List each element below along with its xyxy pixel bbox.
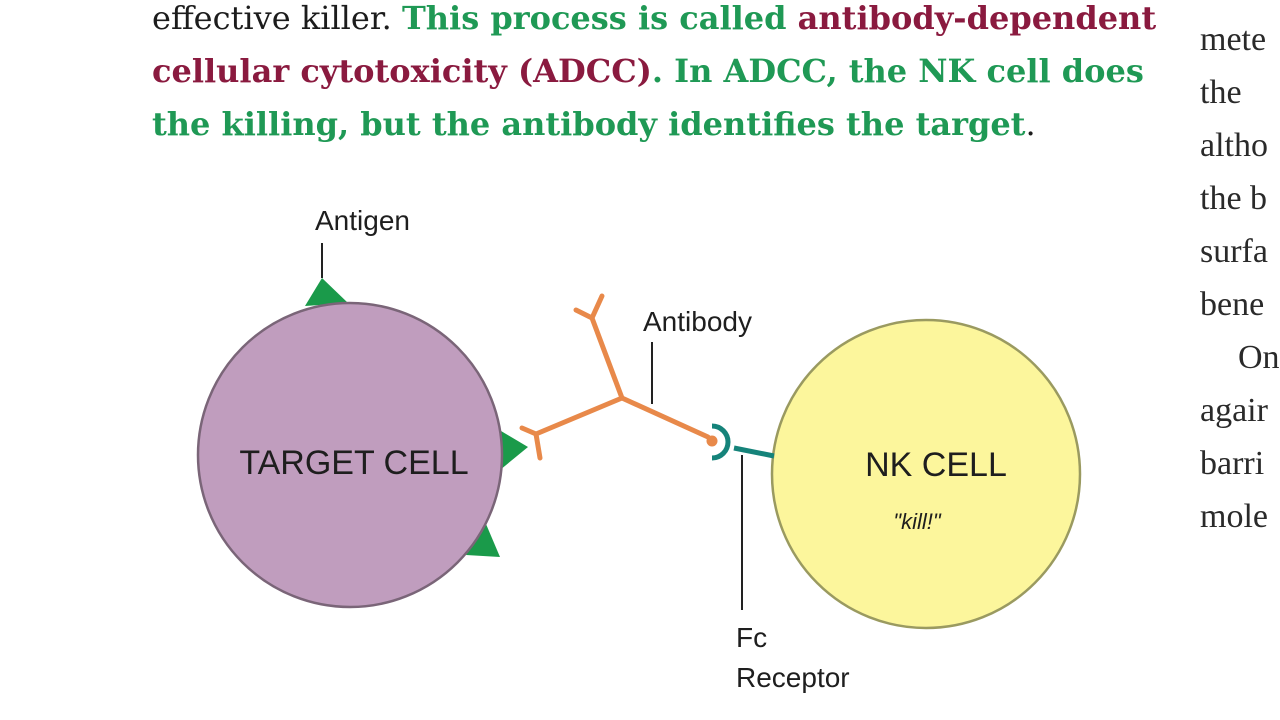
- fc-receptor-cup: [711, 423, 731, 461]
- side-line: On: [1238, 339, 1280, 376]
- side-line: mete: [1200, 21, 1267, 58]
- side-line: surfa: [1200, 233, 1268, 270]
- side-line: agair: [1200, 392, 1268, 429]
- antibody-label: Antibody: [643, 306, 752, 337]
- antibody-fc-tip: [706, 435, 718, 447]
- nk-cell: [770, 318, 1082, 630]
- paragraph-line-3: the killing, but the antibody identifies…: [152, 98, 1152, 151]
- paragraph-line-1: effective killer. This process is called…: [152, 0, 1156, 45]
- side-line: the: [1200, 74, 1242, 111]
- paragraph-text: effective killer.: [152, 0, 402, 37]
- paragraph-text: .: [1025, 105, 1036, 143]
- antigen-triangle-top: [305, 278, 348, 306]
- nk-cell-quote: "kill!": [893, 509, 942, 534]
- antigen-triangle-bottom: [466, 524, 500, 557]
- side-line: mole: [1200, 498, 1268, 535]
- paragraph-line-2: cellular cytotoxicity (ADCC). In ADCC, t…: [152, 45, 1152, 98]
- side-line: altho: [1200, 127, 1268, 164]
- fc-receptor-stem: [733, 445, 775, 459]
- highlight-green-text: This process is called: [401, 0, 798, 37]
- term-adcc-text: cellular cytotoxicity (ADCC): [152, 52, 652, 90]
- antibody: [519, 293, 711, 461]
- highlight-green-text: the killing, but the antibody identifies…: [152, 105, 1026, 143]
- target-cell: [196, 301, 504, 609]
- highlight-green-text: . In ADCC, the NK cell does: [651, 52, 1144, 90]
- nk-cell-label: NK CELL: [865, 446, 1007, 484]
- fc-receptor-label-line2: Receptor: [736, 662, 850, 693]
- side-column-text: mete the altho the b surfa bene On agair…: [1200, 13, 1280, 543]
- main-paragraph: effective killer. This process is called…: [152, 0, 1156, 151]
- target-cell-label: TARGET CELL: [239, 444, 468, 482]
- side-line: barri: [1200, 445, 1265, 482]
- fc-receptor-label-line1: Fc: [736, 622, 767, 653]
- side-line: the b: [1200, 180, 1268, 217]
- term-adcc-text: antibody-dependent: [797, 0, 1157, 37]
- antigen-label: Antigen: [315, 205, 410, 236]
- antigen-triangle-right: [496, 428, 528, 470]
- side-line: bene: [1200, 286, 1265, 323]
